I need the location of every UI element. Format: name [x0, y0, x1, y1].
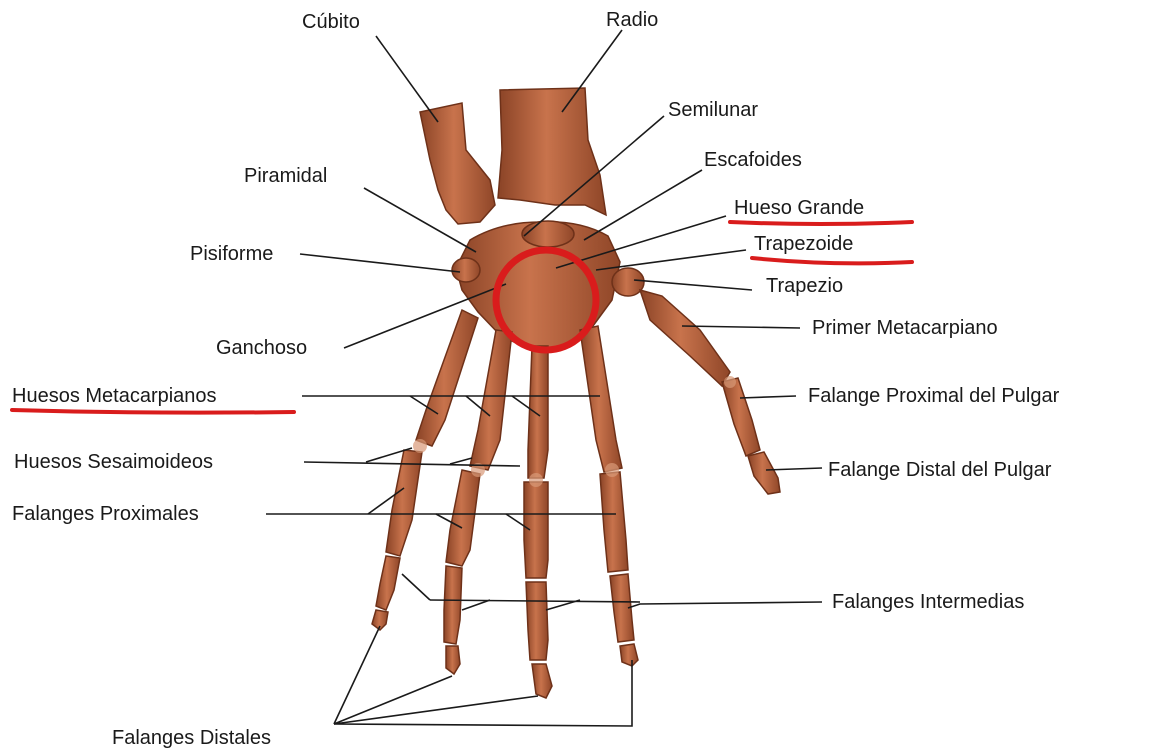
leader-primer-metacarpiano — [682, 326, 800, 328]
leader-distales-1 — [334, 626, 380, 724]
ulna-bone — [420, 103, 495, 224]
intermediate-phalanx-5 — [376, 556, 400, 610]
intermediate-phalanx-3 — [526, 582, 548, 660]
label-falanges-distales: Falanges Distales — [112, 727, 271, 749]
label-falanges-intermedias: Falanges Intermedias — [832, 591, 1024, 613]
label-falange-proximal-pulgar: Falange Proximal del Pulgar — [808, 385, 1060, 407]
label-falange-distal-pulgar: Falange Distal del Pulgar — [828, 459, 1052, 481]
leader-falange-distal-pulgar — [766, 468, 822, 470]
label-ganchoso: Ganchoso — [216, 337, 307, 359]
proximal-phalanx-2 — [600, 472, 628, 572]
leader-intermedias-4 — [462, 600, 490, 610]
leader-distales-2 — [334, 676, 452, 724]
intermediate-phalanx-4 — [444, 566, 462, 644]
label-cubito: Cúbito — [302, 11, 360, 33]
metacarpal-2 — [580, 326, 622, 472]
underline-hueso-grande — [730, 222, 912, 224]
underline-huesos-metacarpianos — [12, 410, 294, 413]
label-escafoides: Escafoides — [704, 149, 802, 171]
thumb-proximal-phalanx — [722, 378, 760, 456]
proximal-phalanx-4 — [446, 470, 480, 566]
label-piramidal: Piramidal — [244, 165, 327, 187]
label-hueso-grande: Hueso Grande — [734, 197, 864, 219]
proximal-phalanx-5 — [386, 450, 422, 556]
leader-trapezio — [634, 280, 752, 290]
pisiform-bone — [452, 258, 480, 282]
label-pisiforme: Pisiforme — [190, 243, 273, 265]
label-primer-metacarpiano: Primer Metacarpiano — [812, 317, 998, 339]
distal-phalanx-4 — [446, 646, 460, 674]
semilunar-bone — [522, 221, 574, 247]
leader-intermedias-5 — [402, 574, 430, 600]
thumb-distal-phalanx — [748, 452, 780, 494]
label-semilunar: Semilunar — [668, 99, 758, 121]
label-trapezio: Trapezio — [766, 275, 843, 297]
leader-cubito — [376, 36, 438, 122]
label-radio: Radio — [606, 9, 658, 31]
metacarpal-4 — [470, 330, 512, 470]
metacarpal-3 — [528, 346, 548, 478]
leader-sesaimoideos-2 — [450, 458, 472, 464]
leader-intermedias-main — [628, 602, 822, 608]
metacarpal-5 — [416, 310, 478, 446]
label-huesos-metacarpianos: Huesos Metacarpianos — [12, 385, 217, 407]
distal-phalanx-2 — [620, 644, 638, 666]
label-huesos-sesaimoideos: Huesos Sesaimoideos — [14, 451, 213, 473]
leader-falange-proximal-pulgar — [740, 396, 796, 398]
label-trapezoide: Trapezoide — [754, 233, 853, 255]
trapezium-bone — [612, 268, 644, 296]
distal-phalanx-3 — [532, 664, 552, 698]
label-falanges-proximales: Falanges Proximales — [12, 503, 199, 525]
underline-trapezoide — [752, 258, 912, 263]
metacarpal-1 — [640, 290, 730, 386]
leader-distales-4 — [334, 660, 632, 726]
hand-skeleton — [372, 88, 780, 698]
leader-pisiforme — [300, 254, 460, 272]
proximal-phalanx-3 — [524, 482, 548, 578]
leader-distales-3 — [334, 696, 538, 724]
radius-bone — [498, 88, 606, 215]
leader-radio — [562, 30, 622, 112]
leader-intermedias-base — [430, 600, 640, 602]
